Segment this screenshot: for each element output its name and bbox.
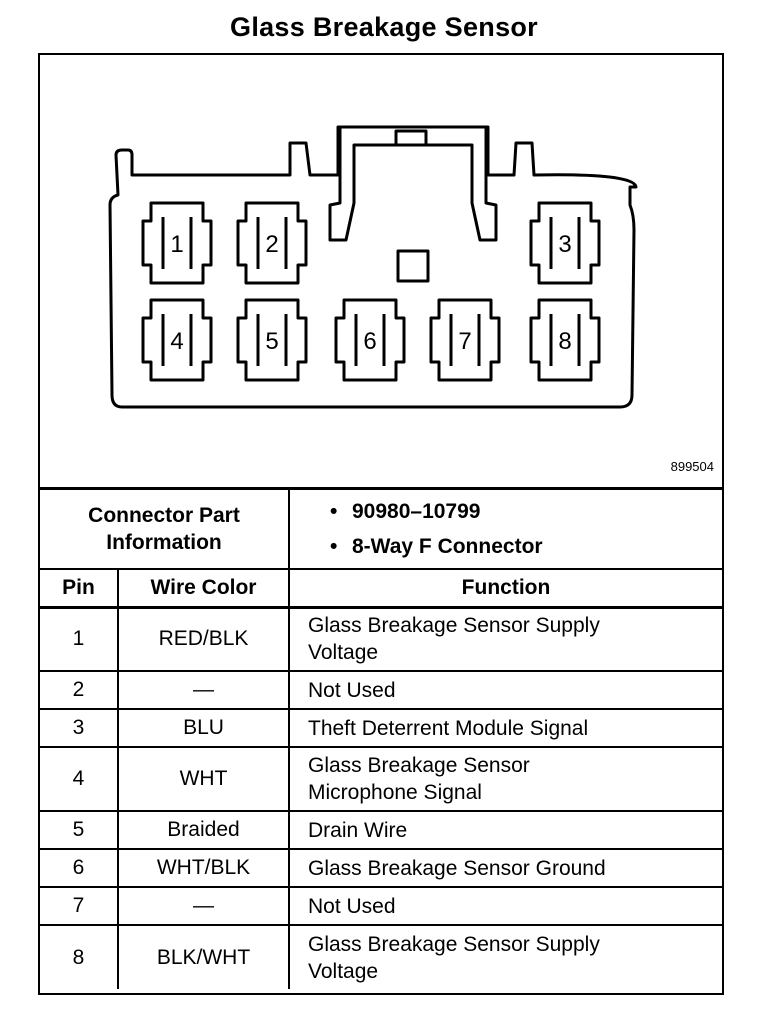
wire-color-cell: BLK/WHT — [117, 924, 290, 989]
wire-color-cell: — — [117, 670, 290, 710]
latch-tab — [394, 129, 428, 147]
part-number-item: • 90980–10799 — [330, 494, 722, 529]
pin-column-header: Pin — [40, 567, 119, 608]
function-line: Microphone Signal — [308, 781, 482, 804]
function-line: Glass Breakage Sensor Supply — [308, 932, 600, 956]
pin-number-label: 4 — [170, 328, 183, 355]
pin-cell: 6 — [40, 848, 119, 888]
function-line: Drain Wire — [308, 818, 408, 842]
table-row: 2— Not Used — [40, 670, 722, 710]
part-info-label-line1: Connector Part — [88, 503, 240, 527]
pin-cavity-7 — [429, 298, 501, 382]
function-line: Not Used — [308, 894, 396, 918]
figure-number: 899504 — [670, 459, 714, 474]
pin-cell: 4 — [40, 746, 119, 812]
pin-number-label: 6 — [363, 328, 376, 355]
pin-cavity-5 — [236, 298, 308, 382]
pin-cell: 8 — [40, 924, 119, 989]
function-line: Glass Breakage Sensor Supply — [308, 614, 600, 638]
pin-cavity-1 — [141, 201, 213, 285]
page-title: Glass Breakage Sensor — [230, 12, 538, 42]
pin-number-label: 8 — [558, 328, 571, 355]
function-cell: Not Used — [288, 670, 722, 710]
wire-color-cell: BLU — [117, 708, 290, 748]
pin-cavity-8 — [529, 298, 601, 382]
function-cell: Theft Deterrent Module Signal — [288, 708, 722, 748]
pin-number-label: 2 — [265, 231, 278, 258]
function-line: Glass Breakage Sensor — [308, 754, 530, 777]
function-column-header: Function — [288, 567, 722, 608]
connector-info-table: Connector Part Information • 90980–10799 … — [40, 487, 722, 989]
key-square — [396, 249, 430, 283]
pin-cavity-3 — [529, 201, 601, 285]
function-cell: Not Used — [288, 886, 722, 926]
pin-number-label: 3 — [558, 231, 571, 258]
part-info-list: • 90980–10799 • 8-Way F Connector — [288, 487, 722, 570]
pin-cell: 7 — [40, 886, 119, 926]
pin-cell: 1 — [40, 605, 119, 672]
function-line: Voltage — [308, 959, 379, 983]
function-line: Not Used — [308, 678, 396, 702]
pin-cell: 2 — [40, 670, 119, 710]
wire-color-cell: WHT/BLK — [117, 848, 290, 888]
function-line: Glass Breakage Sensor Ground — [308, 856, 606, 880]
function-line: Theft Deterrent Module Signal — [308, 716, 589, 740]
wire-color-column-header: Wire Color — [117, 567, 290, 608]
part-info-label-line2: Information — [106, 530, 222, 554]
part-info-row: Connector Part Information • 90980–10799 … — [40, 487, 722, 570]
wire-color-cell: RED/BLK — [117, 605, 290, 672]
connector-part-info-label: Connector Part Information — [40, 487, 290, 570]
pin-cell: 5 — [40, 810, 119, 850]
wire-color-cell: Braided — [117, 810, 290, 850]
function-cell: Drain Wire — [288, 810, 722, 850]
table-header-row: Pin Wire Color Function — [40, 567, 722, 608]
wire-color-cell: — — [117, 886, 290, 926]
connector-type: 8-Way F Connector — [352, 534, 543, 558]
function-cell: Glass Breakage Sensor Ground — [288, 848, 722, 888]
connector-outline — [108, 125, 638, 409]
bullet-icon: • — [330, 499, 338, 523]
pin-cavity-2 — [236, 201, 308, 285]
connector-type-item: • 8-Way F Connector — [330, 529, 722, 564]
connector-diagram-area: 1 2 3 4 5 6 7 8 899504 — [40, 55, 722, 487]
function-line: Voltage — [308, 641, 379, 665]
pin-cavity-6 — [334, 298, 406, 382]
table-row: 7— Not Used — [40, 886, 722, 926]
pin-cell: 3 — [40, 708, 119, 748]
connector-face-drawing: 1 2 3 4 5 6 7 8 — [108, 125, 638, 409]
part-number: 90980–10799 — [352, 499, 481, 523]
bullet-icon: • — [330, 534, 338, 558]
pin-cavity-4 — [141, 298, 213, 382]
pin-number-label: 1 — [170, 231, 183, 258]
pin-number-label: 5 — [265, 328, 278, 355]
wire-color-cell: WHT — [117, 746, 290, 812]
pin-number-label: 7 — [458, 328, 471, 355]
connector-latch — [328, 125, 498, 242]
